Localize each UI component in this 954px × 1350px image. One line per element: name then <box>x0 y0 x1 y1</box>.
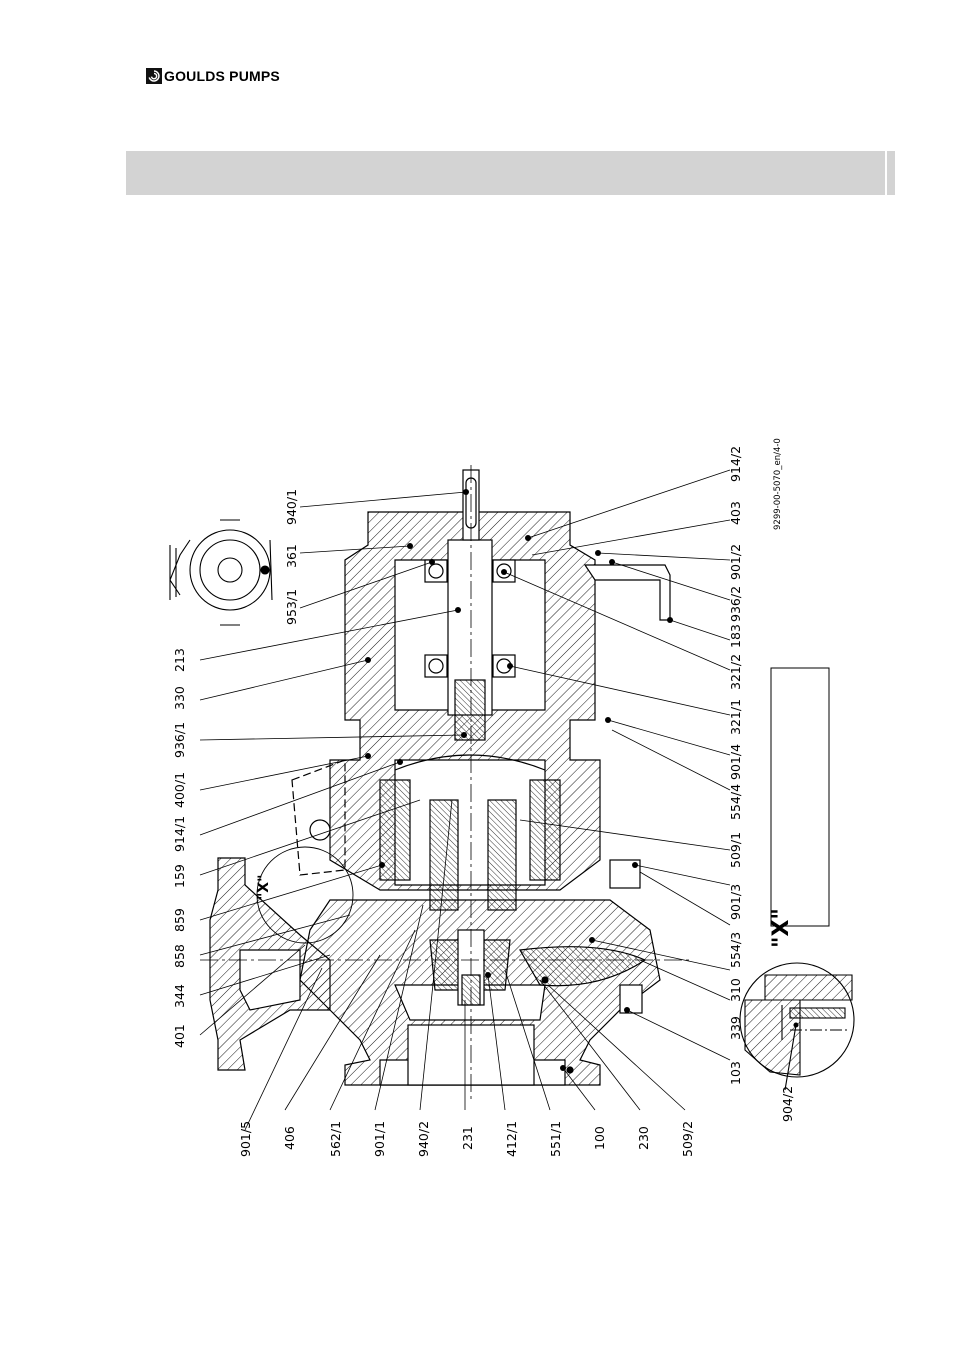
label-953-1: 953/1 <box>284 589 299 625</box>
label-554-4: 554/4 <box>728 784 743 820</box>
label-551-1: 551/1 <box>548 1121 563 1157</box>
label-901-5: 901/5 <box>238 1121 253 1157</box>
label-401: 401 <box>172 1024 187 1048</box>
drawing-reference: 9299-00-5070_en/4-0 <box>773 438 783 530</box>
label-406: 406 <box>282 1126 297 1150</box>
label-562-1: 562/1 <box>328 1121 343 1157</box>
label-230: 230 <box>636 1126 651 1150</box>
label-231: 231 <box>460 1126 475 1150</box>
label-103: 103 <box>728 1061 743 1085</box>
label-330: 330 <box>172 686 187 710</box>
label-361: 361 <box>284 544 299 568</box>
label-310: 310 <box>728 978 743 1002</box>
label-403: 403 <box>728 501 743 525</box>
label-901-3: 901/3 <box>728 884 743 920</box>
label-400-1: 400/1 <box>172 772 187 808</box>
callout-x: "X" <box>256 875 272 900</box>
legend-box <box>771 668 829 926</box>
label-321-2: 321/2 <box>728 654 743 690</box>
label-901-2: 901/2 <box>728 544 743 580</box>
label-904-2: 904/2 <box>780 1086 795 1122</box>
label-901-1: 901/1 <box>372 1121 387 1157</box>
label-213: 213 <box>172 648 187 672</box>
pump-casing <box>300 860 660 1085</box>
detail-label: "X" <box>769 908 794 948</box>
label-901-4: 901/4 <box>728 744 743 780</box>
label-936-2: 936/2 <box>728 586 743 622</box>
label-940-2: 940/2 <box>416 1121 431 1157</box>
label-940-1: 940/1 <box>284 489 299 525</box>
label-858: 858 <box>172 944 187 968</box>
label-936-1: 936/1 <box>172 722 187 758</box>
label-159: 159 <box>172 864 187 888</box>
label-183: 183 <box>728 624 743 648</box>
labels-bottom: 901/5 406 562/1 901/1 940/2 231 412/1 55… <box>238 1121 695 1157</box>
end-view <box>170 520 272 625</box>
label-412-1: 412/1 <box>504 1121 519 1157</box>
label-344: 344 <box>172 984 187 1008</box>
label-914-1: 914/1 <box>172 816 187 852</box>
label-100: 100 <box>592 1126 607 1150</box>
labels-right: 914/2 403 901/2 936/2 183 321/2 321/1 90… <box>728 446 743 1085</box>
detail-x-view <box>740 963 854 1090</box>
label-914-2: 914/2 <box>728 446 743 482</box>
label-321-1: 321/1 <box>728 699 743 735</box>
label-509-1: 509/1 <box>728 832 743 868</box>
label-859: 859 <box>172 908 187 932</box>
label-509-2: 509/2 <box>680 1121 695 1157</box>
label-554-3: 554/3 <box>728 932 743 968</box>
